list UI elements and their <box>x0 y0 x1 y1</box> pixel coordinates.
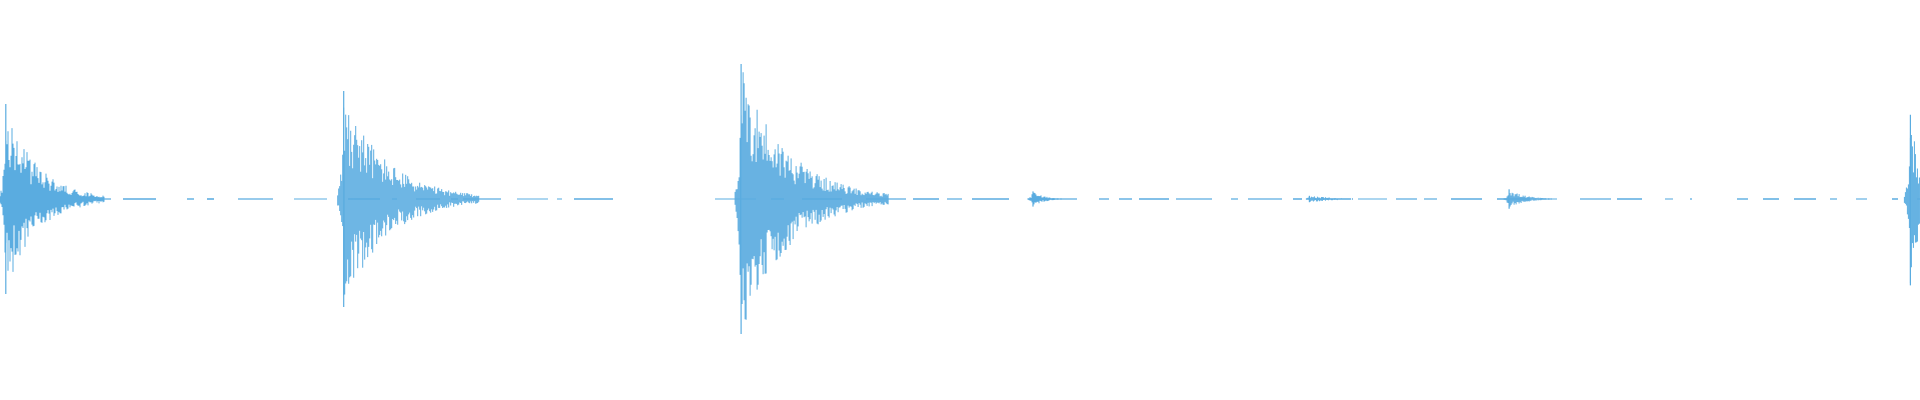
waveform-blip-3 <box>1503 189 1552 209</box>
waveform-burst-1 <box>0 104 105 294</box>
waveform-events <box>0 64 1920 334</box>
waveform-burst-2 <box>337 91 480 307</box>
waveform-burst-4 <box>1903 114 1920 286</box>
waveform-blip-2 <box>1305 195 1353 203</box>
waveform-blip-1 <box>1027 191 1062 207</box>
waveform-burst-3 <box>734 64 889 334</box>
